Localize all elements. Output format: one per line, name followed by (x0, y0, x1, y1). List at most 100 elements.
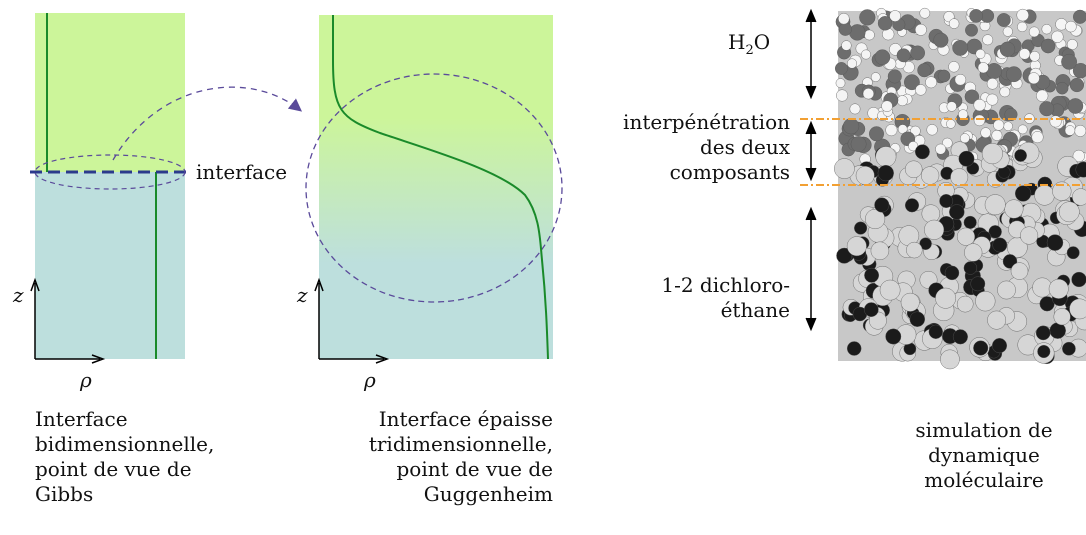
atom-sphere (1073, 9, 1086, 24)
atom-sphere (835, 62, 848, 75)
atom-sphere (926, 124, 938, 136)
caption-line: Interface épaisse (378, 407, 553, 431)
atom-sphere (969, 9, 983, 23)
atom-sphere (1006, 66, 1022, 83)
atom-sphere (986, 78, 999, 90)
rho-axis-label: ρ (80, 368, 92, 392)
caption-line: Guggenheim (423, 482, 553, 506)
atom-sphere (1004, 199, 1024, 219)
atom-sphere (862, 88, 875, 100)
atom-sphere (1039, 101, 1055, 117)
molecule-field (834, 7, 1086, 370)
atom-sphere (1075, 161, 1086, 178)
atom-sphere (980, 127, 992, 138)
atom-sphere (915, 84, 927, 96)
atom-sphere (973, 98, 986, 112)
atom-sphere (1034, 185, 1055, 206)
atom-sphere (997, 280, 1016, 300)
dce-arrowhead-down (805, 317, 817, 332)
atom-sphere (877, 16, 893, 31)
guggenheim-caption: Interface épaisse tridimensionnelle, poi… (330, 407, 553, 507)
atom-sphere (1041, 24, 1052, 35)
atom-sphere (905, 198, 920, 213)
atom-sphere (917, 63, 932, 78)
atom-sphere (992, 338, 1008, 354)
atom-sphere (889, 10, 901, 22)
zoom-ellipse-small (34, 154, 186, 190)
atom-sphere (1031, 131, 1044, 144)
atom-sphere (861, 49, 871, 60)
atom-sphere (940, 349, 960, 370)
atom-sphere (1069, 298, 1086, 320)
atom-sphere (915, 144, 930, 160)
atom-sphere (870, 72, 881, 82)
atom-sphere (904, 74, 920, 91)
atom-sphere (957, 227, 976, 246)
dichloroethane-label: 1-2 dichloro- éthane (560, 273, 790, 323)
md-simulation-panel (800, 7, 1086, 370)
atom-sphere (1049, 115, 1062, 128)
dce-arrowhead-up (805, 206, 817, 221)
zoom-arrow (112, 86, 303, 161)
atom-sphere (1053, 308, 1071, 326)
atom-sphere (864, 302, 879, 317)
atom-sphere (964, 243, 983, 262)
atom-sphere (952, 329, 968, 345)
atom-sphere (910, 125, 921, 137)
atom-sphere (834, 158, 855, 179)
atom-sphere (965, 23, 978, 37)
atom-sphere (865, 208, 886, 229)
atom-sphere (991, 129, 1003, 141)
atom-sphere (952, 40, 969, 56)
atom-sphere (900, 292, 920, 312)
atom-sphere (1067, 98, 1084, 114)
atom-sphere (1071, 271, 1086, 288)
atom-sphere (905, 160, 923, 179)
z-axis-arrowhead (30, 277, 40, 292)
gradient-phase-region (319, 15, 553, 359)
atom-sphere (835, 78, 846, 88)
atom-sphere (975, 291, 996, 312)
atom-sphere (887, 69, 902, 84)
atom-sphere (946, 101, 957, 112)
atom-sphere (1064, 125, 1076, 136)
atom-sphere (958, 109, 969, 120)
atom-sphere (950, 168, 969, 187)
caption-line: tridimensionnelle, (368, 432, 553, 456)
atom-sphere (879, 279, 901, 301)
caption-line: simulation de (915, 418, 1053, 442)
atom-sphere (1052, 181, 1072, 201)
water-label: H2O (728, 30, 770, 63)
atom-sphere (877, 165, 894, 182)
atom-sphere (920, 166, 940, 185)
atom-sphere (1072, 149, 1085, 163)
atom-sphere (849, 24, 866, 41)
atom-sphere (982, 34, 994, 46)
caption-line: moléculaire (924, 468, 1044, 492)
atom-sphere (850, 136, 867, 153)
atom-sphere (1002, 26, 1013, 37)
atom-sphere (855, 166, 875, 185)
atom-sphere (1072, 63, 1086, 79)
atom-sphere (946, 119, 956, 129)
atom-sphere (1040, 38, 1056, 54)
atom-sphere (838, 22, 852, 36)
atom-sphere (881, 100, 893, 112)
atom-sphere (1003, 121, 1013, 131)
caption-line: bidimensionnelle, (35, 432, 215, 456)
atom-sphere (939, 194, 954, 208)
caption-line: Interface (35, 407, 128, 431)
atom-sphere (836, 247, 853, 264)
atom-sphere (948, 18, 960, 29)
zoom-ellipse-large (305, 73, 563, 303)
atom-sphere (987, 310, 1006, 330)
atom-sphere (1051, 30, 1064, 43)
atom-sphere (885, 124, 898, 137)
atom-sphere (1028, 26, 1040, 38)
atom-sphere (859, 9, 876, 26)
caption-line: point de vue de (396, 457, 553, 481)
atom-sphere (1016, 8, 1029, 22)
atom-sphere (925, 76, 937, 89)
label-line: composants (669, 160, 790, 184)
